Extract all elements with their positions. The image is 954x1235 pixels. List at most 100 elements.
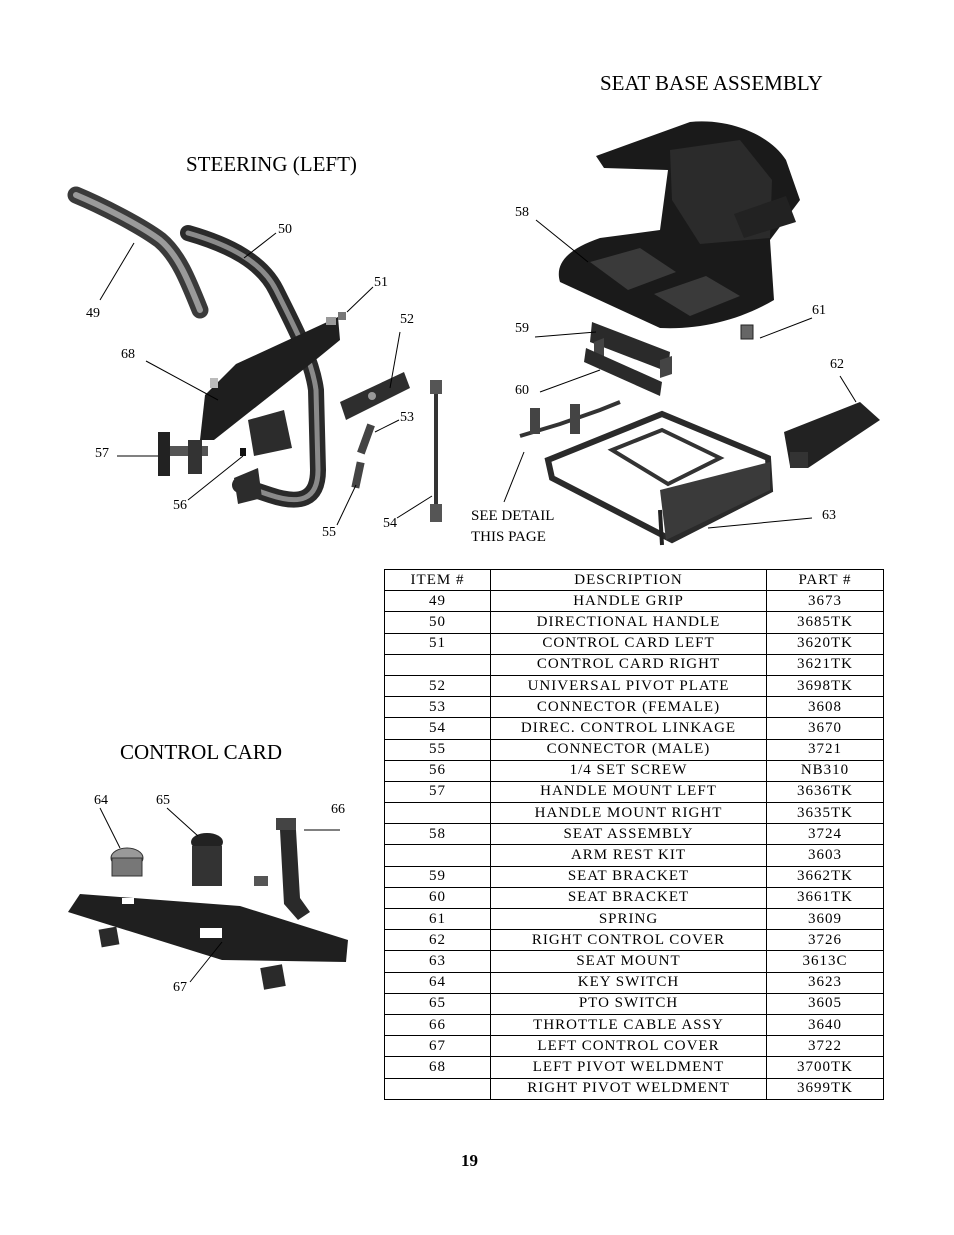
- cell-item: 57: [384, 780, 491, 804]
- control-card-heading: CONTROL CARD: [120, 740, 282, 764]
- cell-item: [384, 653, 491, 676]
- cell-description: KEY SWITCH: [490, 971, 767, 994]
- cell-description: HANDLE GRIP: [490, 590, 767, 613]
- callout-55: 55: [322, 525, 336, 540]
- callout-50: 50: [278, 222, 292, 237]
- cell-item: 56: [384, 759, 491, 782]
- callout-51: 51: [374, 275, 388, 290]
- page-number: 19: [461, 1151, 478, 1170]
- cell-description: CONNECTOR (MALE): [490, 738, 767, 761]
- cell-description: DIRECTIONAL HANDLE: [490, 611, 767, 634]
- callout-63: 63: [822, 508, 836, 523]
- see-detail-line2: THIS PAGE: [471, 529, 546, 545]
- cell-item: 50: [384, 611, 491, 634]
- cell-item: 61: [384, 907, 491, 931]
- callout-52: 52: [400, 312, 414, 327]
- cell-part: 3700TK: [766, 1056, 884, 1079]
- cell-part: 3623: [766, 971, 884, 994]
- cell-item: 68: [384, 1056, 491, 1079]
- cell-item: 51: [384, 632, 491, 655]
- cell-description: SPRING: [490, 907, 767, 931]
- callout-58: 58: [515, 205, 529, 220]
- callout-57: 57: [95, 446, 109, 461]
- cell-item: [384, 1077, 491, 1100]
- callout-53: 53: [400, 410, 414, 425]
- callout-54: 54: [383, 516, 397, 531]
- cell-description: SEAT BRACKET: [490, 865, 767, 888]
- cell-item: 59: [384, 865, 491, 888]
- cell-part: NB310: [766, 759, 884, 782]
- cell-item: 58: [384, 823, 491, 846]
- cell-part: 3609: [766, 907, 884, 931]
- cell-part: 3722: [766, 1035, 884, 1058]
- cell-part: 3699TK: [766, 1077, 884, 1100]
- cell-item: 52: [384, 674, 491, 698]
- cell-item: [384, 844, 491, 867]
- cell-part: 3621TK: [766, 653, 884, 676]
- cell-part: 3673: [766, 590, 884, 613]
- cell-item: 60: [384, 886, 491, 910]
- cell-part: 3635TK: [766, 802, 884, 825]
- cell-part: 3724: [766, 823, 884, 846]
- callout-60: 60: [515, 383, 529, 398]
- cell-description: DIREC. CONTROL LINKAGE: [490, 717, 767, 740]
- steering-left-heading: STEERING (LEFT): [186, 152, 357, 176]
- cell-description: HANDLE MOUNT LEFT: [490, 780, 767, 804]
- header-item: ITEM #: [384, 568, 491, 592]
- cell-description: UNIVERSAL PIVOT PLATE: [490, 674, 767, 698]
- cell-description: THROTTLE CABLE ASSY: [490, 1013, 767, 1037]
- cell-item: [384, 802, 491, 825]
- cell-item: 49: [384, 590, 491, 613]
- cell-description: LEFT CONTROL COVER: [490, 1035, 767, 1058]
- callout-67: 67: [173, 980, 187, 995]
- cell-item: 64: [384, 971, 491, 994]
- cell-part: 3620TK: [766, 632, 884, 655]
- callout-61: 61: [812, 303, 826, 318]
- cell-part: 3670: [766, 717, 884, 740]
- cell-item: 63: [384, 950, 491, 973]
- cell-description: SEAT ASSEMBLY: [490, 823, 767, 846]
- cell-part: 3613C: [766, 950, 884, 973]
- cell-description: CONNECTOR (FEMALE): [490, 696, 767, 719]
- callout-62: 62: [830, 357, 844, 372]
- cell-description: 1/4 SET SCREW: [490, 759, 767, 782]
- cell-part: 3698TK: [766, 674, 884, 698]
- header-part: PART #: [766, 568, 884, 592]
- seat-base-assembly-heading: SEAT BASE ASSEMBLY: [600, 71, 823, 95]
- cell-item: 53: [384, 696, 491, 719]
- cell-part: 3636TK: [766, 780, 884, 804]
- callout-59: 59: [515, 321, 529, 336]
- cell-item: 55: [384, 738, 491, 761]
- cell-description: RIGHT PIVOT WELDMENT: [490, 1077, 767, 1100]
- callout-56: 56: [173, 498, 187, 513]
- cell-part: 3662TK: [766, 865, 884, 888]
- cell-description: PTO SWITCH: [490, 992, 767, 1015]
- cell-description: RIGHT CONTROL COVER: [490, 929, 767, 952]
- cell-part: 3661TK: [766, 886, 884, 910]
- callout-68: 68: [121, 347, 135, 362]
- cell-description: SEAT MOUNT: [490, 950, 767, 973]
- table-header-row: ITEM # DESCRIPTION PART #: [384, 568, 884, 592]
- cell-item: 65: [384, 992, 491, 1015]
- cell-part: 3608: [766, 696, 884, 719]
